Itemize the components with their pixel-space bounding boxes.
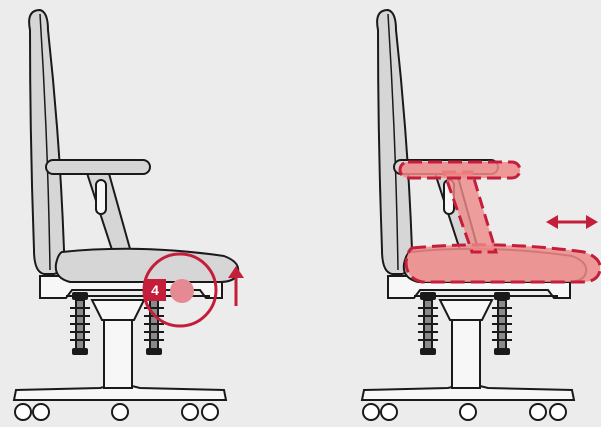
- double-arrow-horizontal-icon: [546, 215, 598, 229]
- left-panel-chair: 4: [13, 9, 244, 421]
- knob-icon: [170, 279, 194, 303]
- step-badge-number: 4: [151, 282, 159, 298]
- highlighted-armrest-pad: [398, 160, 522, 180]
- step-badge: [144, 279, 166, 301]
- right-panel-chair: [361, 9, 601, 421]
- arrow-up-icon: [228, 266, 244, 306]
- highlighted-seat-cushion: [404, 243, 601, 284]
